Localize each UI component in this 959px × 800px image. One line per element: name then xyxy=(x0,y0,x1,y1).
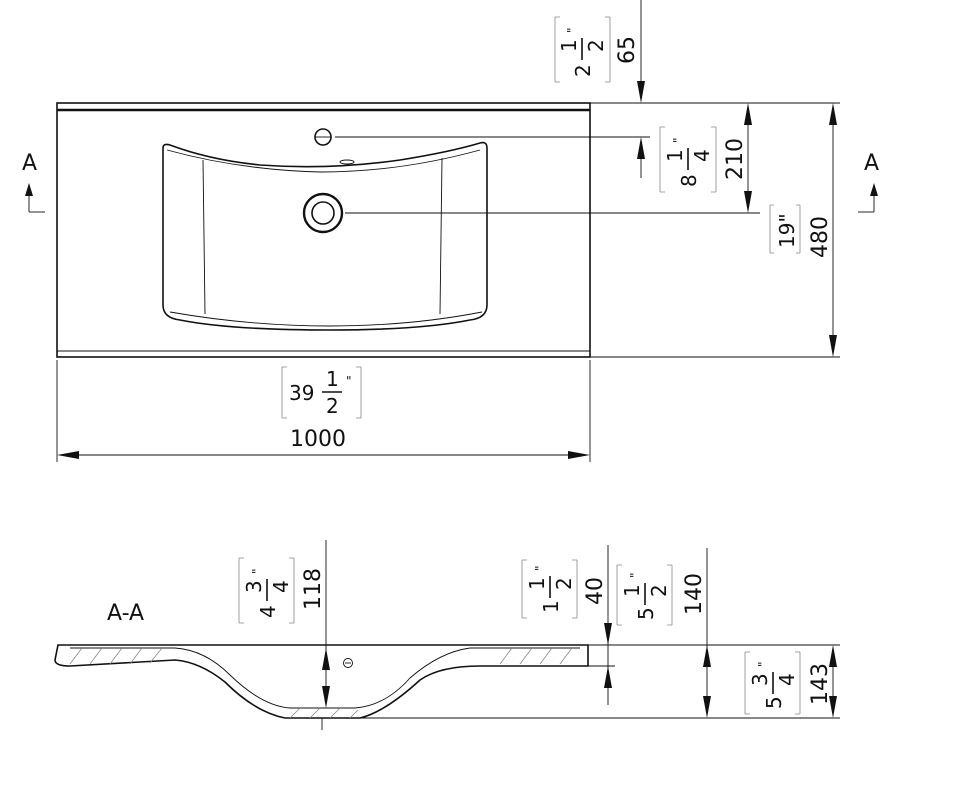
drain-offset-in-whole: 8 xyxy=(677,174,701,187)
section-profile-outer xyxy=(54,644,589,719)
section-label: A-A xyxy=(107,601,144,626)
total-height-in-whole: 5 xyxy=(762,696,786,709)
drain-hole-inner xyxy=(311,201,335,225)
tap-offset-in-mark: " xyxy=(565,27,579,33)
depth-mm-label: 480 xyxy=(808,216,833,258)
bowl-depth-mm-label: 118 xyxy=(301,568,326,610)
width-in-mark: " xyxy=(346,374,352,388)
inner-height-mm-label: 140 xyxy=(682,573,707,615)
width-in-den: 2 xyxy=(326,394,339,418)
width-in-whole: 39 xyxy=(289,381,314,405)
basin-outline xyxy=(162,141,488,331)
inner-height-in-den: 2 xyxy=(647,584,671,597)
overflow-symbol xyxy=(343,658,353,668)
rim-in-mark: " xyxy=(533,565,547,571)
bowl-depth-in-whole: 4 xyxy=(256,605,280,618)
rim-mm-label: 40 xyxy=(583,577,608,605)
overflow-slot xyxy=(339,159,355,165)
width-mm-label: 1000 xyxy=(290,427,346,452)
drain-offset-in-num: 1 xyxy=(663,149,687,162)
drain-hole-outer xyxy=(302,192,344,234)
rim-in-den: 2 xyxy=(552,577,576,590)
bowl-depth-in-mark: " xyxy=(250,568,264,574)
inner-height-in-mark: " xyxy=(628,572,642,578)
bowl-depth-in-num: 3 xyxy=(242,580,266,593)
total-height-in-mark: " xyxy=(756,661,770,667)
bowl-depth-in-den: 4 xyxy=(269,580,293,593)
drain-offset-in-mark: " xyxy=(671,137,685,143)
width-in-num: 1 xyxy=(326,367,339,391)
rim-in-num: 1 xyxy=(525,577,549,590)
tap-offset-in-whole: 2 xyxy=(571,64,595,77)
tap-offset-mm-label: 65 xyxy=(615,36,640,64)
top-view: 1000 39 1 2 " 480 19" 210 8 1 4 " 65 xyxy=(22,0,879,462)
inner-height-in-whole: 5 xyxy=(634,607,658,620)
section-marker-right: A xyxy=(864,151,879,176)
tap-offset-in-den: 2 xyxy=(584,39,608,52)
inner-height-in-num: 1 xyxy=(620,584,644,597)
tap-offset-in-num: 1 xyxy=(557,39,581,52)
drain-offset-mm-label: 210 xyxy=(723,138,748,180)
section-profile-inner xyxy=(70,647,580,709)
drain-offset-in-den: 4 xyxy=(690,149,714,162)
section-marker-left: A xyxy=(22,151,37,176)
total-height-in-num: 3 xyxy=(748,673,772,686)
countertop-outline xyxy=(56,102,591,358)
section-view: A-A 118 xyxy=(54,540,840,730)
rim-in-whole: 1 xyxy=(539,600,563,613)
total-height-mm-label: 143 xyxy=(808,663,833,705)
depth-in-label: 19" xyxy=(775,213,799,248)
total-height-in-den: 4 xyxy=(775,673,799,686)
